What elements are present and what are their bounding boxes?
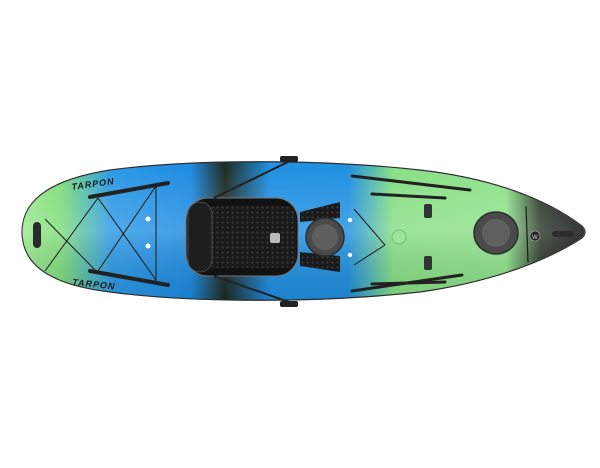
deck-rail-stern-top-1 <box>350 174 472 192</box>
foot-brace-top <box>424 204 432 218</box>
stern-carry-handle <box>552 231 574 237</box>
deck-rail-stern-bottom-2 <box>370 280 447 286</box>
center-hatch <box>305 217 345 257</box>
mesh-pad-top <box>300 202 340 222</box>
model-name-bottom: TARPON <box>72 277 116 291</box>
bow-carry-handle <box>33 222 41 248</box>
stern-hatch <box>473 211 519 255</box>
foot-brace-bottom <box>424 256 432 270</box>
deck-rail-stern-top-2 <box>370 192 447 200</box>
mesh-pad-bottom <box>300 252 340 272</box>
deck-rail-bow-bottom <box>88 269 170 287</box>
logo-badge: W <box>529 230 541 242</box>
center-bungee <box>353 208 386 266</box>
svg-text:W: W <box>532 235 538 241</box>
deck-rail-bow-top <box>88 181 170 199</box>
bungee-cords <box>44 185 157 282</box>
kayak-seat <box>185 156 299 307</box>
